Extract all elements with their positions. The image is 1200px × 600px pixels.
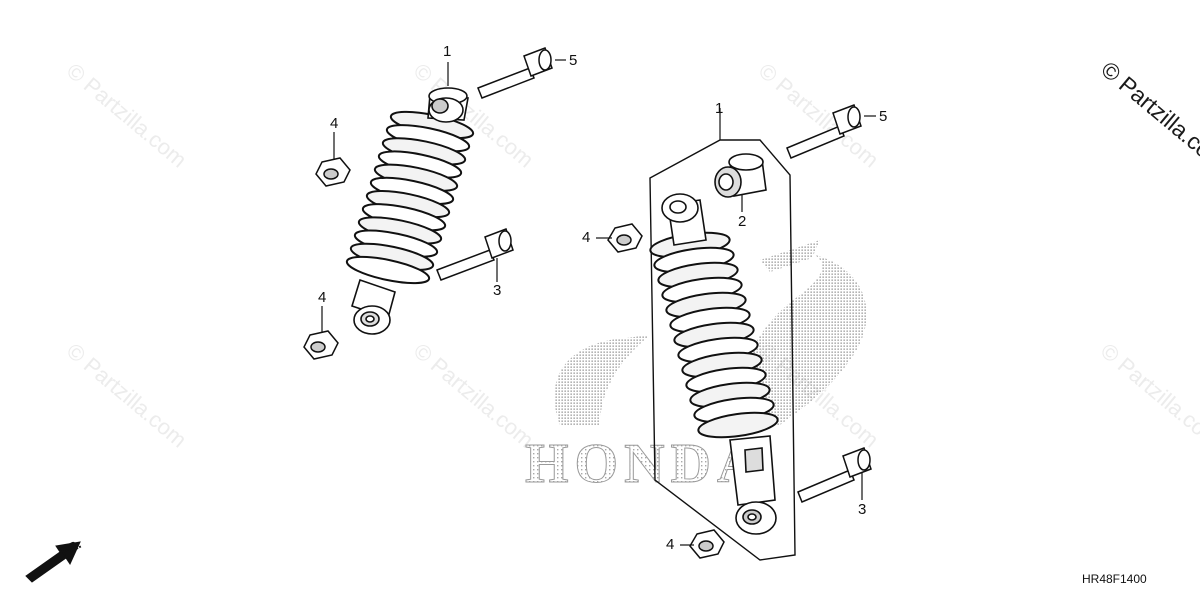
- callout-5-upper-right: 5: [879, 108, 888, 125]
- nut-left-lower: [303, 330, 339, 360]
- spring-coil: [697, 411, 779, 439]
- diagram-code: HR48F1400: [1082, 572, 1147, 586]
- assembly-outline: [649, 139, 796, 561]
- callout-4-right-lower: 4: [666, 536, 675, 553]
- callout-1-right: 1: [715, 100, 724, 117]
- callout-1-left: 1: [443, 43, 452, 60]
- callout-4-left-upper: 4: [330, 115, 339, 132]
- callout-4-left-lower: 4: [318, 289, 327, 306]
- callout-3-lower-left: 3: [493, 282, 502, 299]
- callout-3-lower-right: 3: [858, 501, 867, 518]
- callout-4-right-upper: 4: [582, 229, 591, 246]
- spring-coil: [345, 255, 431, 285]
- front-direction-arrow: [25, 541, 81, 583]
- nut-right-upper: [607, 223, 643, 253]
- bolt-upper-left: [477, 47, 553, 99]
- callout-5-upper-left: 5: [569, 52, 578, 69]
- right-shock-absorber: [649, 193, 779, 535]
- bolt-lower-left: [436, 228, 514, 281]
- bolt-upper-right: [786, 104, 862, 159]
- leader-lines: [321, 59, 876, 546]
- nut-right-lower: [689, 529, 725, 559]
- honda-logo: HONDA: [525, 240, 867, 496]
- nut-left-upper: [315, 157, 351, 187]
- bushing-part: [714, 153, 767, 198]
- callout-2-bushing: 2: [738, 213, 747, 230]
- honda-logo-text: HONDA: [525, 433, 763, 495]
- left-shock-absorber: [345, 87, 475, 335]
- bolt-lower-right: [797, 447, 872, 503]
